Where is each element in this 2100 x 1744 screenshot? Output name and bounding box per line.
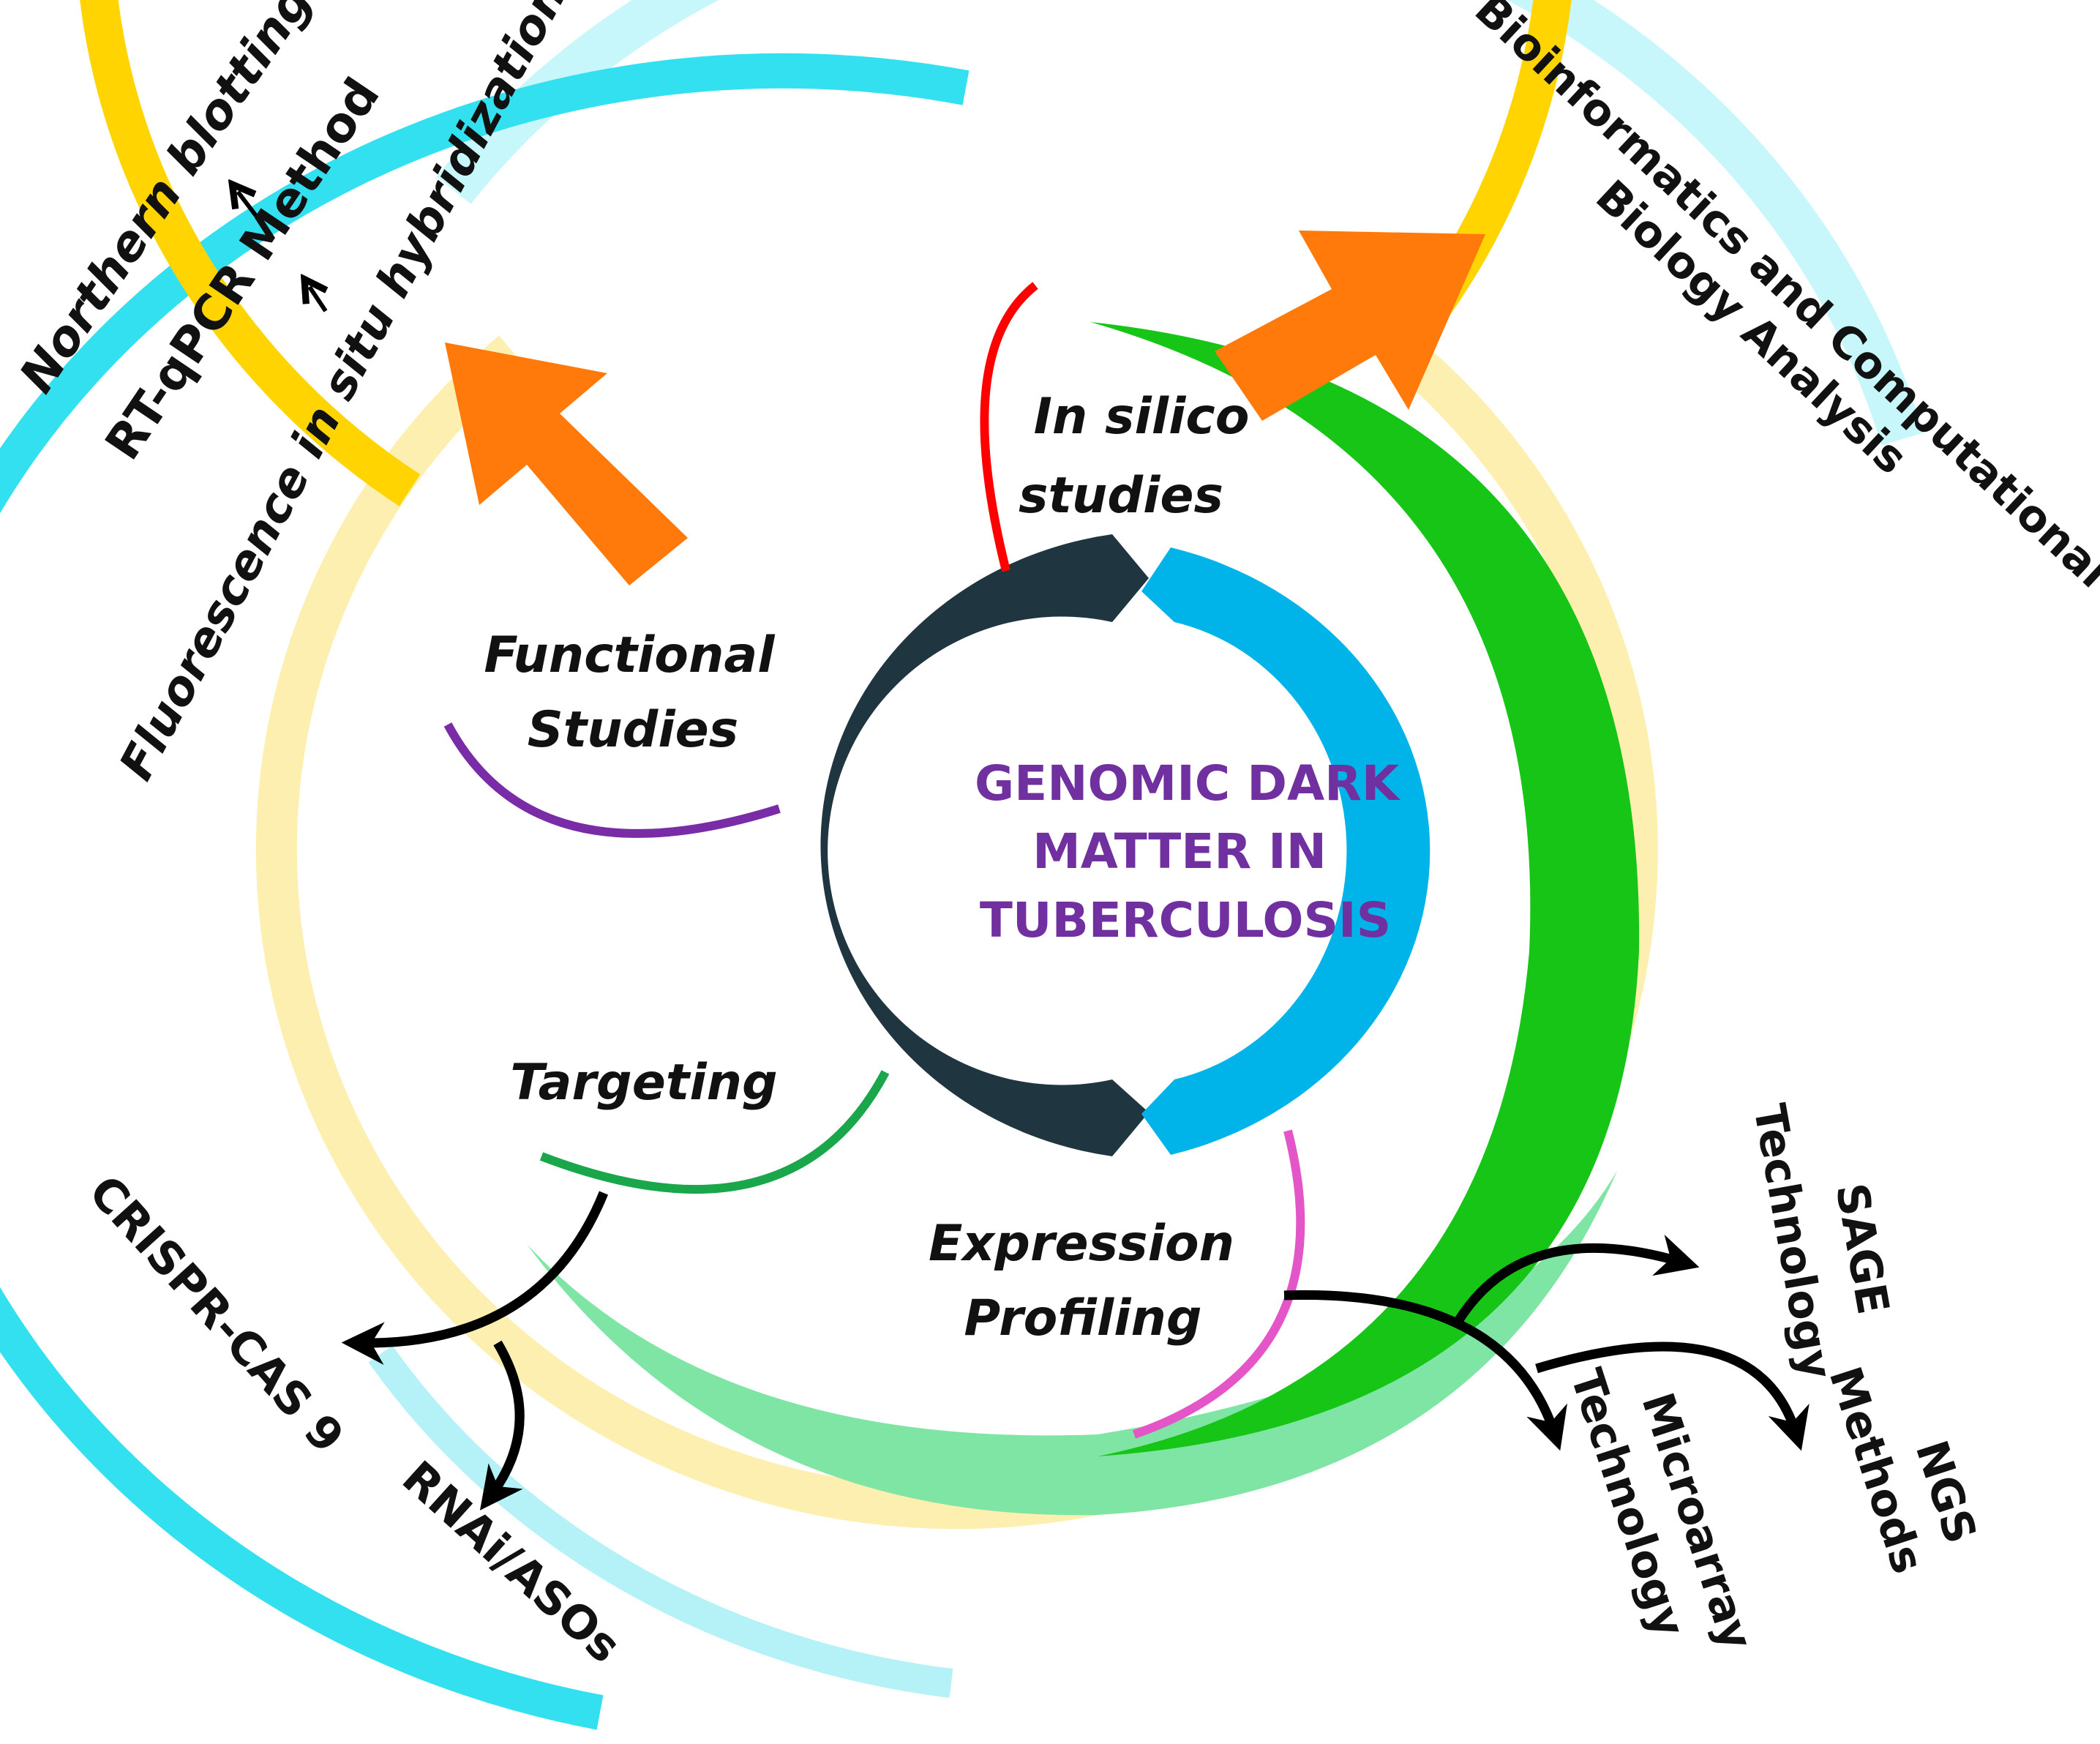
small-arrow-northern[interactable]: [238, 192, 258, 217]
sage-label-line-1: SAGE: [1826, 1180, 1899, 1318]
outer-rings: [0, 0, 1924, 1730]
center-title-line-2: MATTER IN: [1032, 823, 1327, 880]
small-arrow-rtqpcr[interactable]: [310, 287, 326, 313]
cyan-ring: [0, 53, 970, 1730]
green-arc: [1090, 322, 1640, 1456]
functional-label-line-2: Studies: [528, 701, 738, 759]
orange-arrow-left: [445, 343, 688, 585]
arrow-to-sage[interactable]: [1452, 1235, 1700, 1328]
expression-label-line-2: Profiling: [964, 1290, 1201, 1347]
arrow-to-ngs[interactable]: [1535, 1341, 1810, 1451]
black-arrows: [238, 192, 1810, 1511]
pink-connector: [1133, 1129, 1305, 1439]
light-green-arc: [527, 1171, 1617, 1516]
functional-label-line-1: Functional: [484, 626, 776, 684]
branch-labels: In silico studies Functional Studies Tar…: [484, 388, 1249, 1347]
expression-label-line-1: Expression: [929, 1215, 1234, 1273]
in-silico-label-line-1: In silico: [1034, 388, 1250, 446]
blue-half-ring: [1141, 547, 1430, 1155]
orange-arrows: [445, 231, 1485, 585]
center-cycle: [820, 534, 1430, 1156]
center-title-line-1: GENOMIC DARK: [975, 755, 1401, 812]
orange-arrow-right: [1215, 231, 1485, 421]
arrow-to-crispr[interactable]: [341, 1191, 609, 1365]
cyan-ring-lower: [368, 1345, 953, 1698]
sage-label-line-2: Technology: [1743, 1100, 1842, 1382]
dark-half-ring: [820, 534, 1149, 1156]
connectors: [443, 282, 1305, 1439]
in-silico-label-line-2: studies: [1019, 467, 1223, 525]
arrow-to-rnai[interactable]: [479, 1340, 525, 1511]
arrow-to-microarray[interactable]: [1283, 1290, 1567, 1451]
yellow-ring: [80, 0, 1572, 506]
crispr-label: CRISPR-CAS 9: [78, 1165, 354, 1464]
red-connector: [980, 282, 1038, 572]
center-title-line-3: TUBERCULOSIS: [980, 892, 1391, 948]
green-connector: [539, 1070, 890, 1194]
targeting-label: Targeting: [510, 1054, 777, 1112]
purple-connector: [443, 722, 781, 838]
center-title: GENOMIC DARK MATTER IN TUBERCULOSIS: [975, 755, 1401, 948]
cyan-ring-faint: [436, 0, 1924, 446]
